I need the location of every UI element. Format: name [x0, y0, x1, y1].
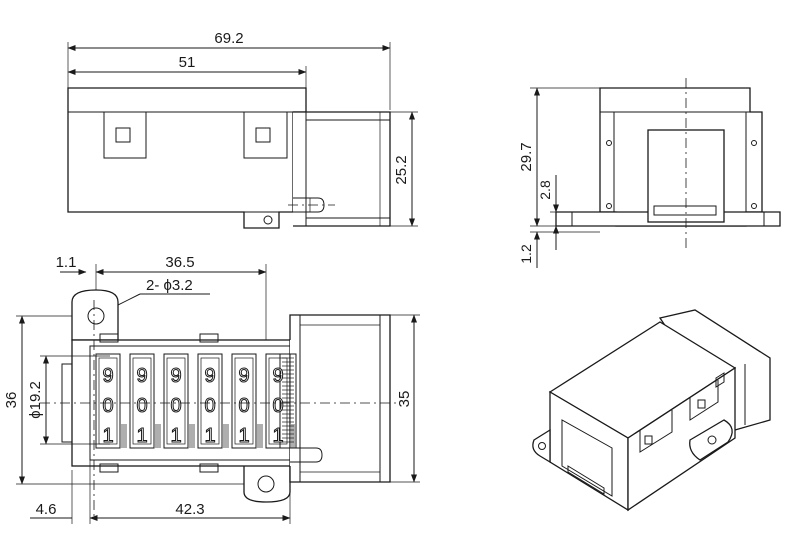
- dim-side-height: 25.2: [390, 111, 418, 227]
- dim-holes-label: 2- ϕ3.2: [146, 277, 193, 294]
- dim-side-height-label: 25.2: [393, 155, 410, 184]
- top-side-housing: [289, 314, 391, 483]
- counter-wheel: 9 0 1: [163, 353, 195, 449]
- top-mounting-ear-lower: [243, 461, 291, 503]
- dim-wheel-span-label: 42.3: [175, 501, 204, 518]
- counter-digit-mid: 0: [170, 395, 181, 417]
- side-slot: [653, 205, 717, 216]
- counter-wheel: 9 0 1: [197, 353, 229, 449]
- counter-digit-mid: 0: [136, 395, 147, 417]
- dim-base-offset: 1.2: [518, 225, 600, 268]
- front-window-right: [255, 127, 271, 143]
- front-view: 69.2 51 25.2: [67, 30, 418, 229]
- counter-wheel: 9 0 1: [95, 353, 127, 449]
- dim-total-height-label: 29.7: [518, 142, 535, 171]
- counter-wheel: 9 0 1: [129, 353, 161, 449]
- dim-flange-thickness: 2.8: [537, 175, 572, 250]
- iso-ear-right: [689, 419, 733, 461]
- counter-digit-top: 9: [272, 365, 283, 387]
- dim-depth-label: 35: [396, 391, 413, 408]
- dim-height: 36: [3, 315, 244, 485]
- top-mounting-ear-upper: [71, 289, 119, 341]
- counter-digit-mid: 0: [102, 395, 113, 417]
- counter-digit-top: 9: [136, 365, 147, 387]
- counter-digit-bottom: 1: [136, 425, 147, 447]
- counter-digit-bottom: 1: [204, 425, 215, 447]
- dim-body-width: 51: [67, 54, 307, 88]
- dim-overall-width: 69.2: [67, 30, 391, 110]
- counter-wheel: 9 0 1: [265, 353, 297, 449]
- counter-digit-top: 9: [102, 365, 113, 387]
- isometric-view: [532, 309, 771, 512]
- dim-depth: 35: [390, 314, 420, 483]
- dim-wheel-span: 4.6 42.3: [30, 460, 291, 524]
- counter-digit-top: 9: [170, 365, 181, 387]
- dim-edge-offset-label: 1.1: [56, 254, 77, 271]
- front-window-left: [115, 127, 131, 143]
- iso-right-face: [627, 366, 736, 512]
- counter-wheel: 9 0 1: [231, 353, 263, 449]
- top-view: 1.1 36.5 2- ϕ3.2 9 0 1: [3, 254, 420, 524]
- dim-wheel-diameter-label: ϕ19.2: [27, 381, 44, 419]
- counter-digit-mid: 0: [272, 395, 283, 417]
- counter-digit-top: 9: [204, 365, 215, 387]
- counter-digit-bottom: 1: [272, 425, 283, 447]
- dim-hole-pitch-label: 36.5: [165, 254, 194, 271]
- counter-digit-mid: 0: [204, 395, 215, 417]
- side-view: 29.7 2.8 1.2: [518, 78, 781, 268]
- counter-digit-bottom: 1: [170, 425, 181, 447]
- dim-total-height: 29.7: [518, 87, 600, 227]
- dim-overall-width-label: 69.2: [214, 30, 243, 47]
- counter-digit-bottom: 1: [238, 425, 249, 447]
- counter-digit-bottom: 1: [102, 425, 113, 447]
- counter-digit-top: 9: [238, 365, 249, 387]
- counter-digit-mid: 0: [238, 395, 249, 417]
- dim-flange-thickness-label: 2.8: [537, 180, 553, 200]
- dim-wheel-diameter: ϕ19.2: [27, 355, 110, 445]
- dim-body-width-label: 51: [179, 54, 196, 71]
- iso-ear-left: [532, 428, 551, 464]
- front-side-housing: [293, 111, 391, 227]
- dim-left-offset-label: 4.6: [36, 501, 57, 518]
- dim-height-label: 36: [3, 392, 20, 409]
- dim-base-offset-label: 1.2: [518, 244, 534, 264]
- counter-wheels: 9 0 1 9 0 1 9 0 1 9 0 1 9 0 1 9 0 1: [95, 353, 297, 449]
